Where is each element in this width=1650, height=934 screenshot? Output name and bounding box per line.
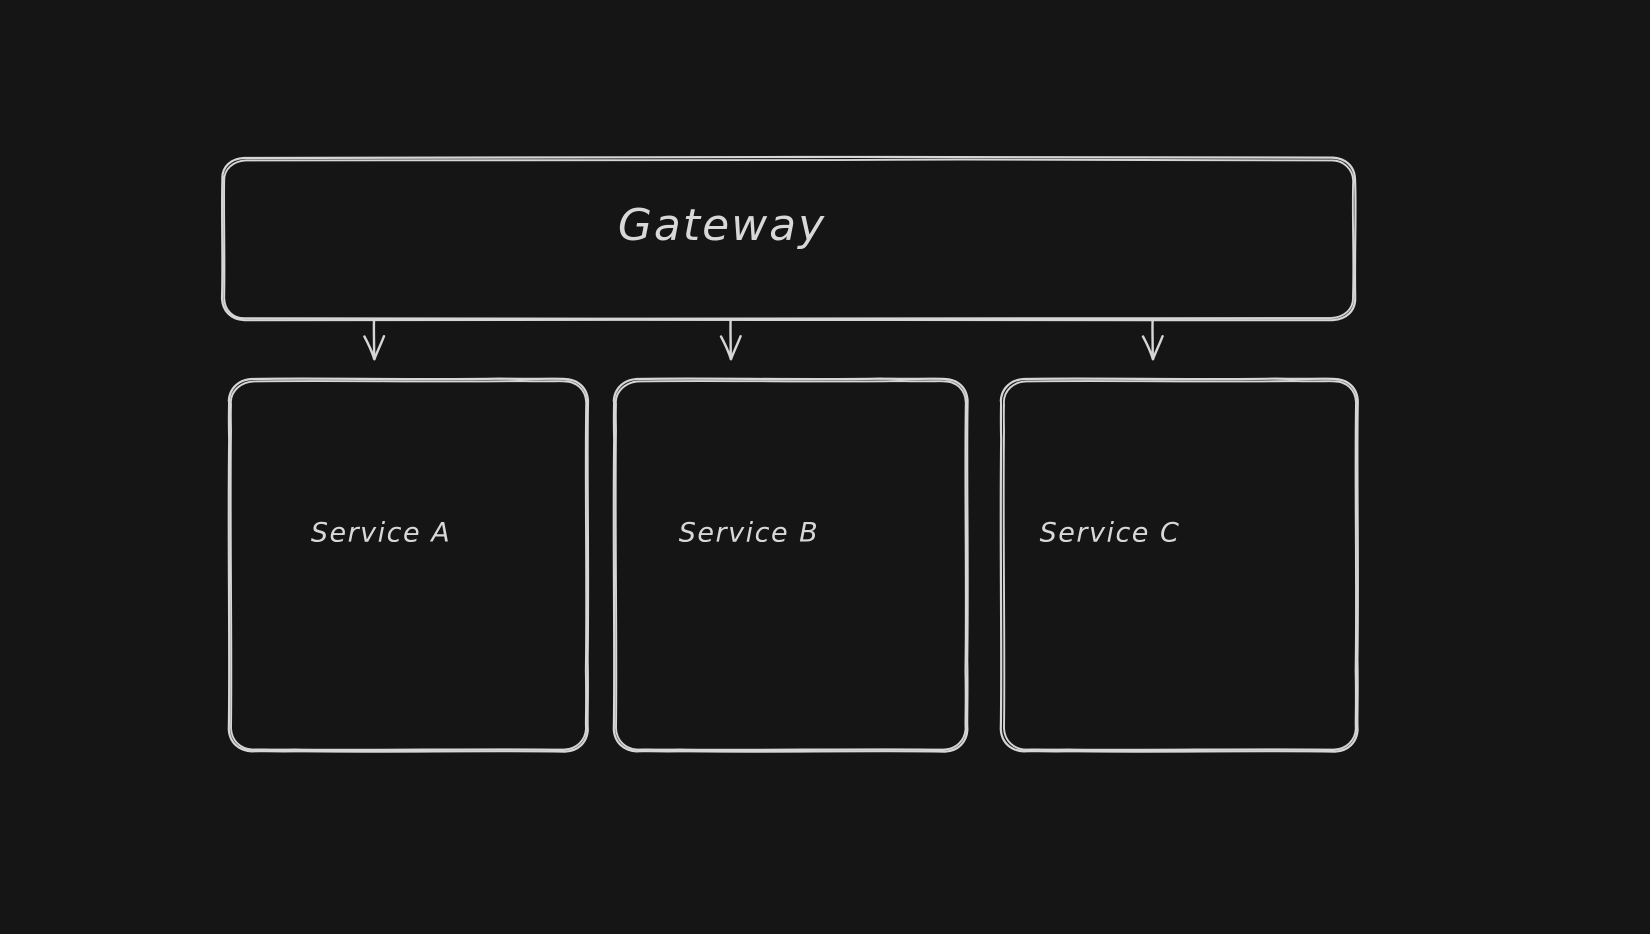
node-gateway[interactable]: Gateway: [220, 155, 1357, 322]
service-c-label: Service C: [1040, 518, 1181, 549]
service-b-box-outline: [612, 377, 969, 753]
edge-gateway-service-a-arrowhead: [363, 335, 386, 361]
service-a-box-outline-overlay: [229, 380, 588, 751]
service-b-box-outline-overlay: [614, 380, 967, 751]
node-service-c[interactable]: Service C: [999, 377, 1359, 753]
edge-gateway-to-service-a[interactable]: [363, 319, 386, 361]
gateway-box-outline-overlay: [223, 158, 1355, 320]
edge-gateway-to-service-c[interactable]: [1141, 319, 1164, 361]
node-service-a[interactable]: Service A: [227, 377, 590, 753]
edge-gateway-service-c-arrowhead: [1141, 335, 1164, 361]
service-a-box-outline: [227, 377, 590, 753]
service-a-label: Service A: [311, 518, 451, 549]
node-service-b[interactable]: Service B: [612, 377, 969, 753]
gateway-box-outline: [220, 155, 1357, 322]
service-c-box-outline-overlay: [1002, 380, 1358, 751]
service-b-label: Service B: [679, 518, 819, 549]
edge-gateway-service-b-arrowhead: [719, 335, 742, 361]
edge-gateway-to-service-b[interactable]: [719, 319, 742, 361]
service-c-box-outline: [999, 377, 1359, 753]
gateway-label: Gateway: [618, 200, 826, 251]
